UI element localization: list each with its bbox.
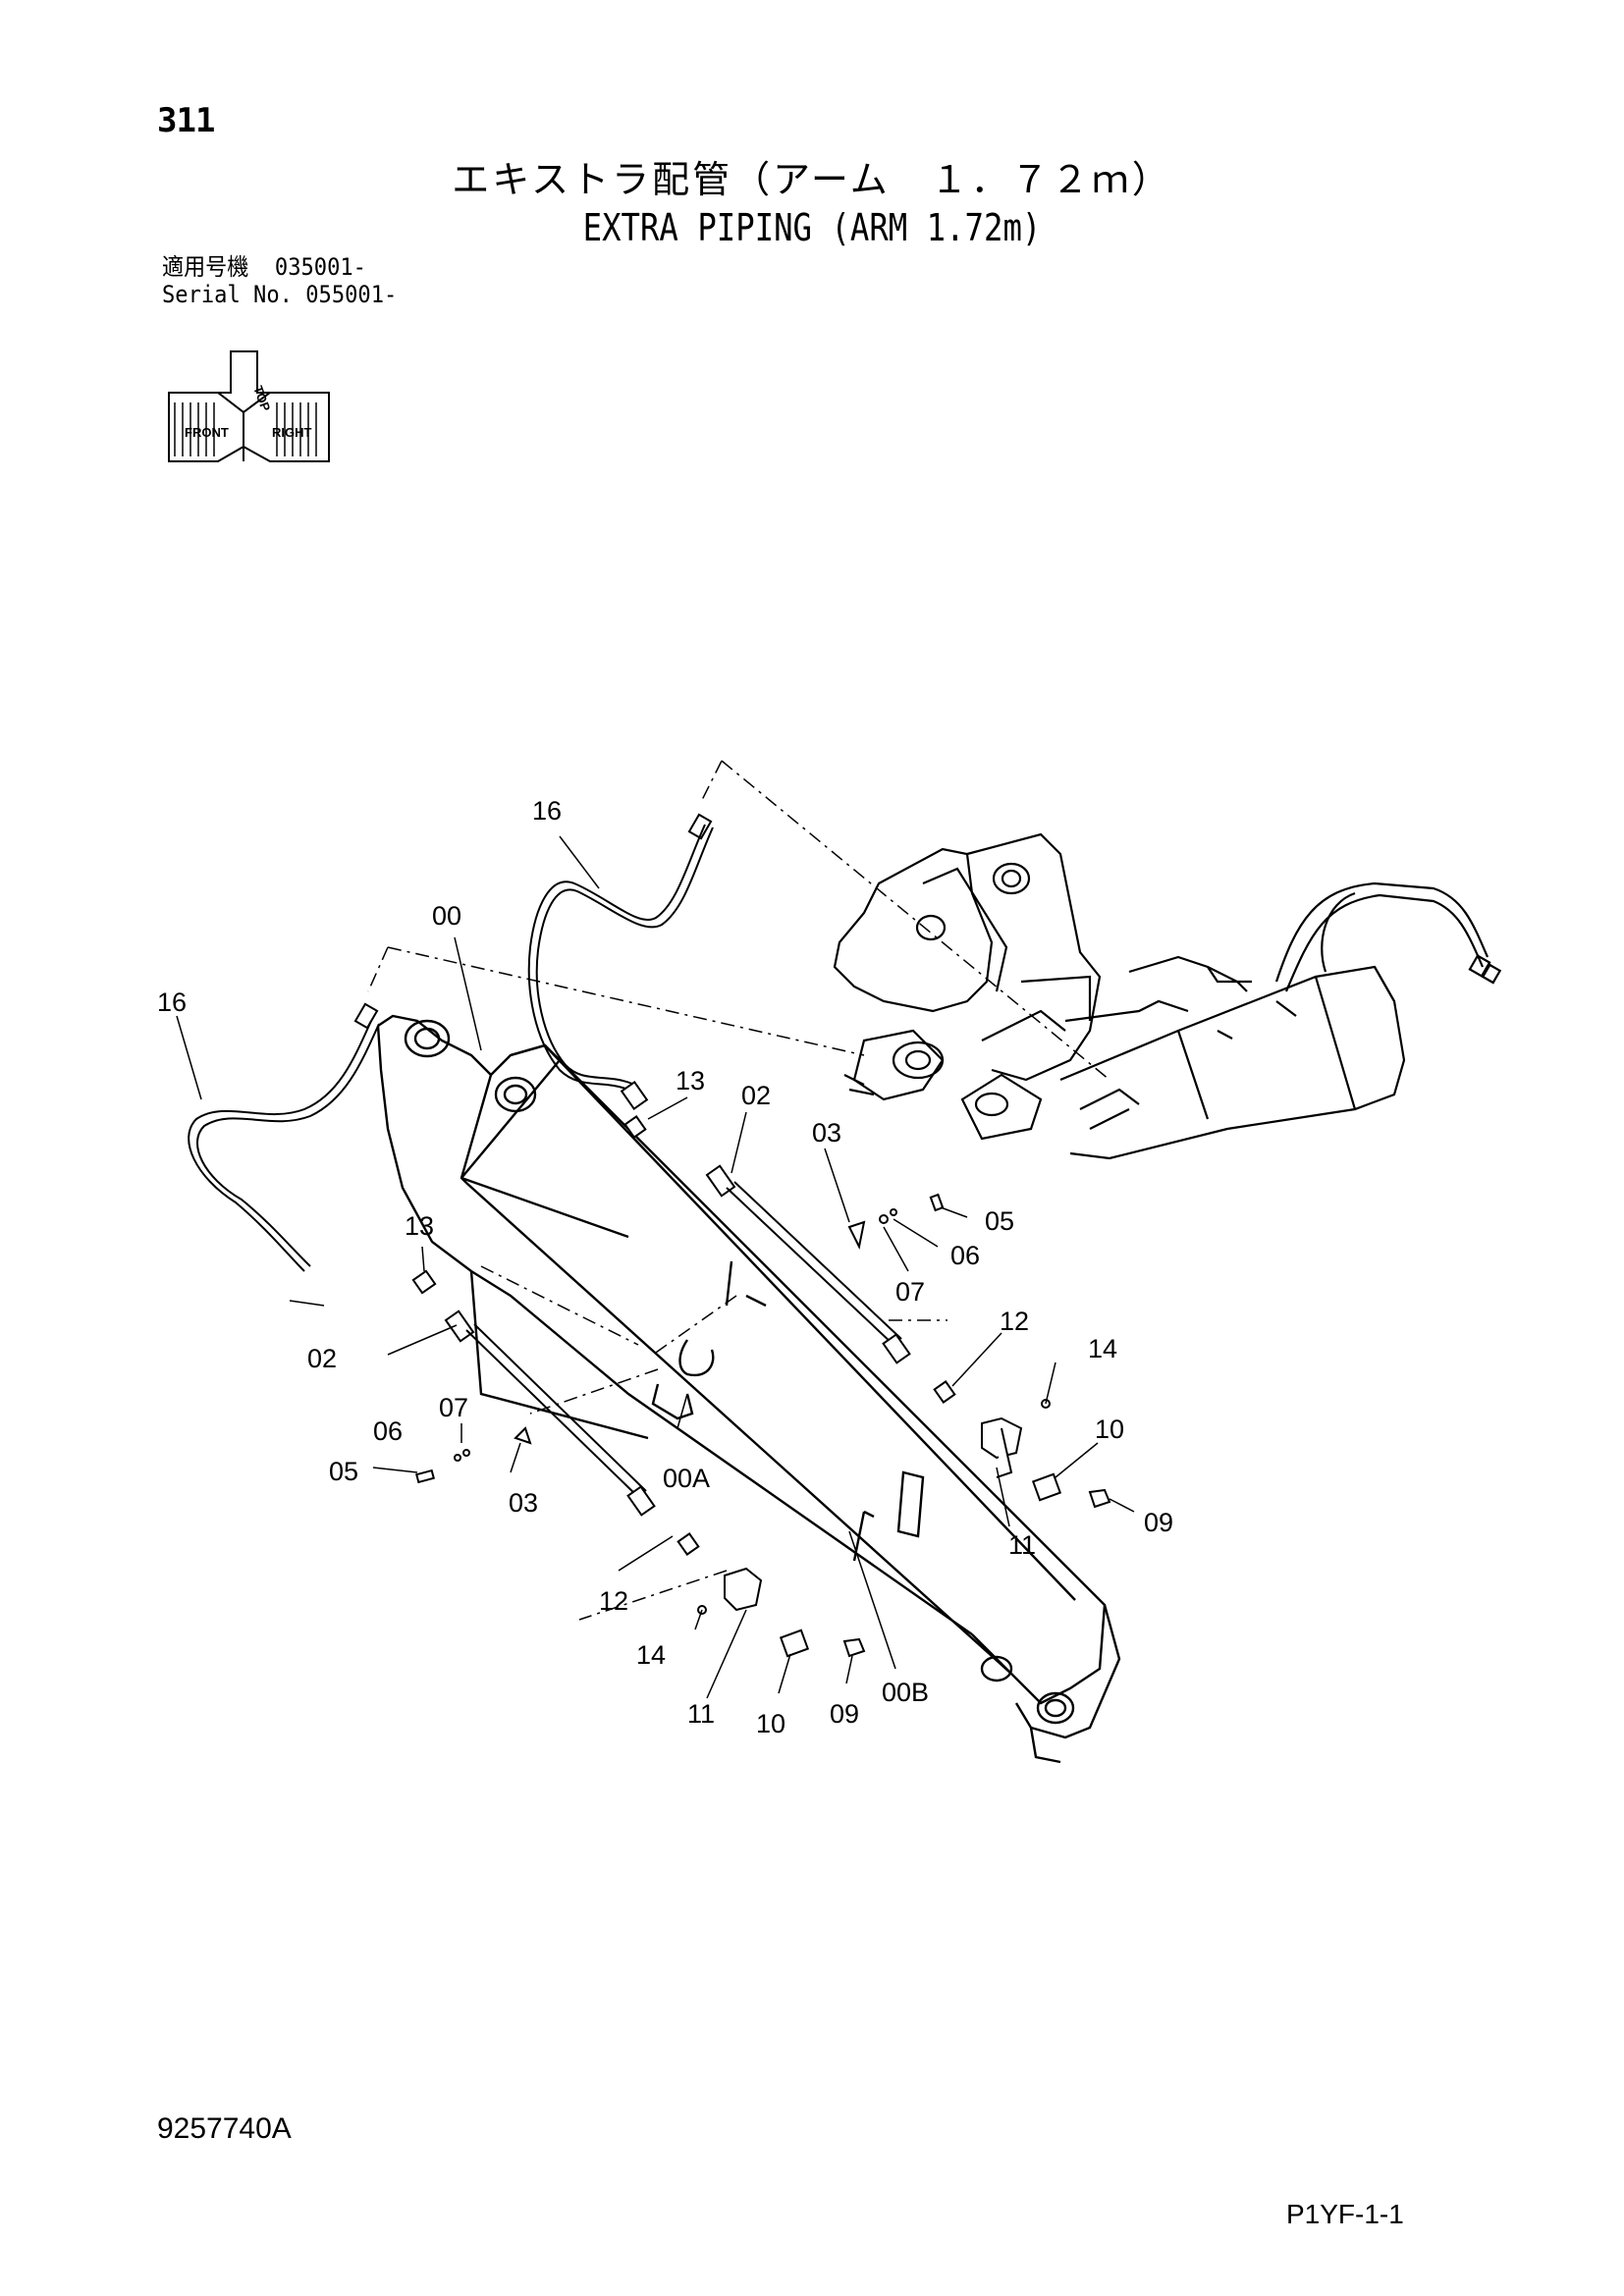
title-english: EXTRA PIPING (ARM 1.72m) xyxy=(582,206,1042,249)
boom-assembly-drawing xyxy=(833,832,1502,1160)
serial-line-jp: 適用号機 035001- xyxy=(162,253,366,281)
orient-front-label: FRONT xyxy=(185,425,229,440)
callout-00: 00 xyxy=(432,901,461,931)
callout-06: 06 xyxy=(950,1241,980,1270)
callout-06-left: 06 xyxy=(373,1416,403,1446)
callout-12: 12 xyxy=(1000,1307,1029,1336)
pipe-fittings xyxy=(411,1081,1111,1658)
callout-11-left: 11 xyxy=(687,1699,715,1729)
callout-03-left: 03 xyxy=(509,1488,538,1518)
callout-12-left: 12 xyxy=(599,1586,628,1616)
callout-05-left: 05 xyxy=(329,1457,358,1486)
callout-11: 11 xyxy=(1008,1530,1036,1560)
callout-13: 13 xyxy=(676,1066,705,1095)
callout-07-left: 07 xyxy=(439,1393,468,1422)
callout-03: 03 xyxy=(812,1118,841,1148)
callout-09-left: 09 xyxy=(830,1699,859,1729)
callout-05: 05 xyxy=(985,1206,1014,1236)
callout-13-left: 13 xyxy=(405,1211,434,1241)
document-code: 9257740A xyxy=(157,2112,292,2145)
callout-09: 09 xyxy=(1144,1508,1173,1537)
page-number: 311 xyxy=(157,101,215,140)
callout-02: 02 xyxy=(741,1081,771,1110)
callout-10-left: 10 xyxy=(756,1709,785,1738)
callout-14-left: 14 xyxy=(636,1640,666,1670)
callout-16-left: 16 xyxy=(157,988,187,1017)
serial-info: 適用号機 035001- Serial No. 055001- xyxy=(162,253,397,308)
page-code: P1YF-1-1 xyxy=(1286,2199,1404,2229)
serial-line-en: Serial No. 055001- xyxy=(162,281,398,308)
dash-leader-lines xyxy=(367,760,1110,1621)
callout-leaders xyxy=(176,835,1135,1699)
callout-labels: 16 00 16 13 02 03 05 06 07 13 12 14 10 0… xyxy=(157,796,1173,1738)
callout-00A: 00A xyxy=(663,1464,710,1493)
callout-16: 16 xyxy=(532,796,562,826)
callout-07: 07 xyxy=(895,1277,925,1307)
callout-10: 10 xyxy=(1095,1415,1124,1444)
arm-drawing xyxy=(376,1014,1121,1764)
callout-02-left: 02 xyxy=(307,1344,337,1373)
title-japanese: エキストラ配管（アーム １．７２ｍ） xyxy=(452,158,1172,201)
hose-lines xyxy=(188,813,714,1272)
callout-14: 14 xyxy=(1088,1334,1117,1363)
orient-right-label: RIGHT xyxy=(272,425,312,440)
callout-00B: 00B xyxy=(882,1678,929,1707)
orientation-indicator-icon: FRONT TOP RIGHT xyxy=(168,350,330,462)
